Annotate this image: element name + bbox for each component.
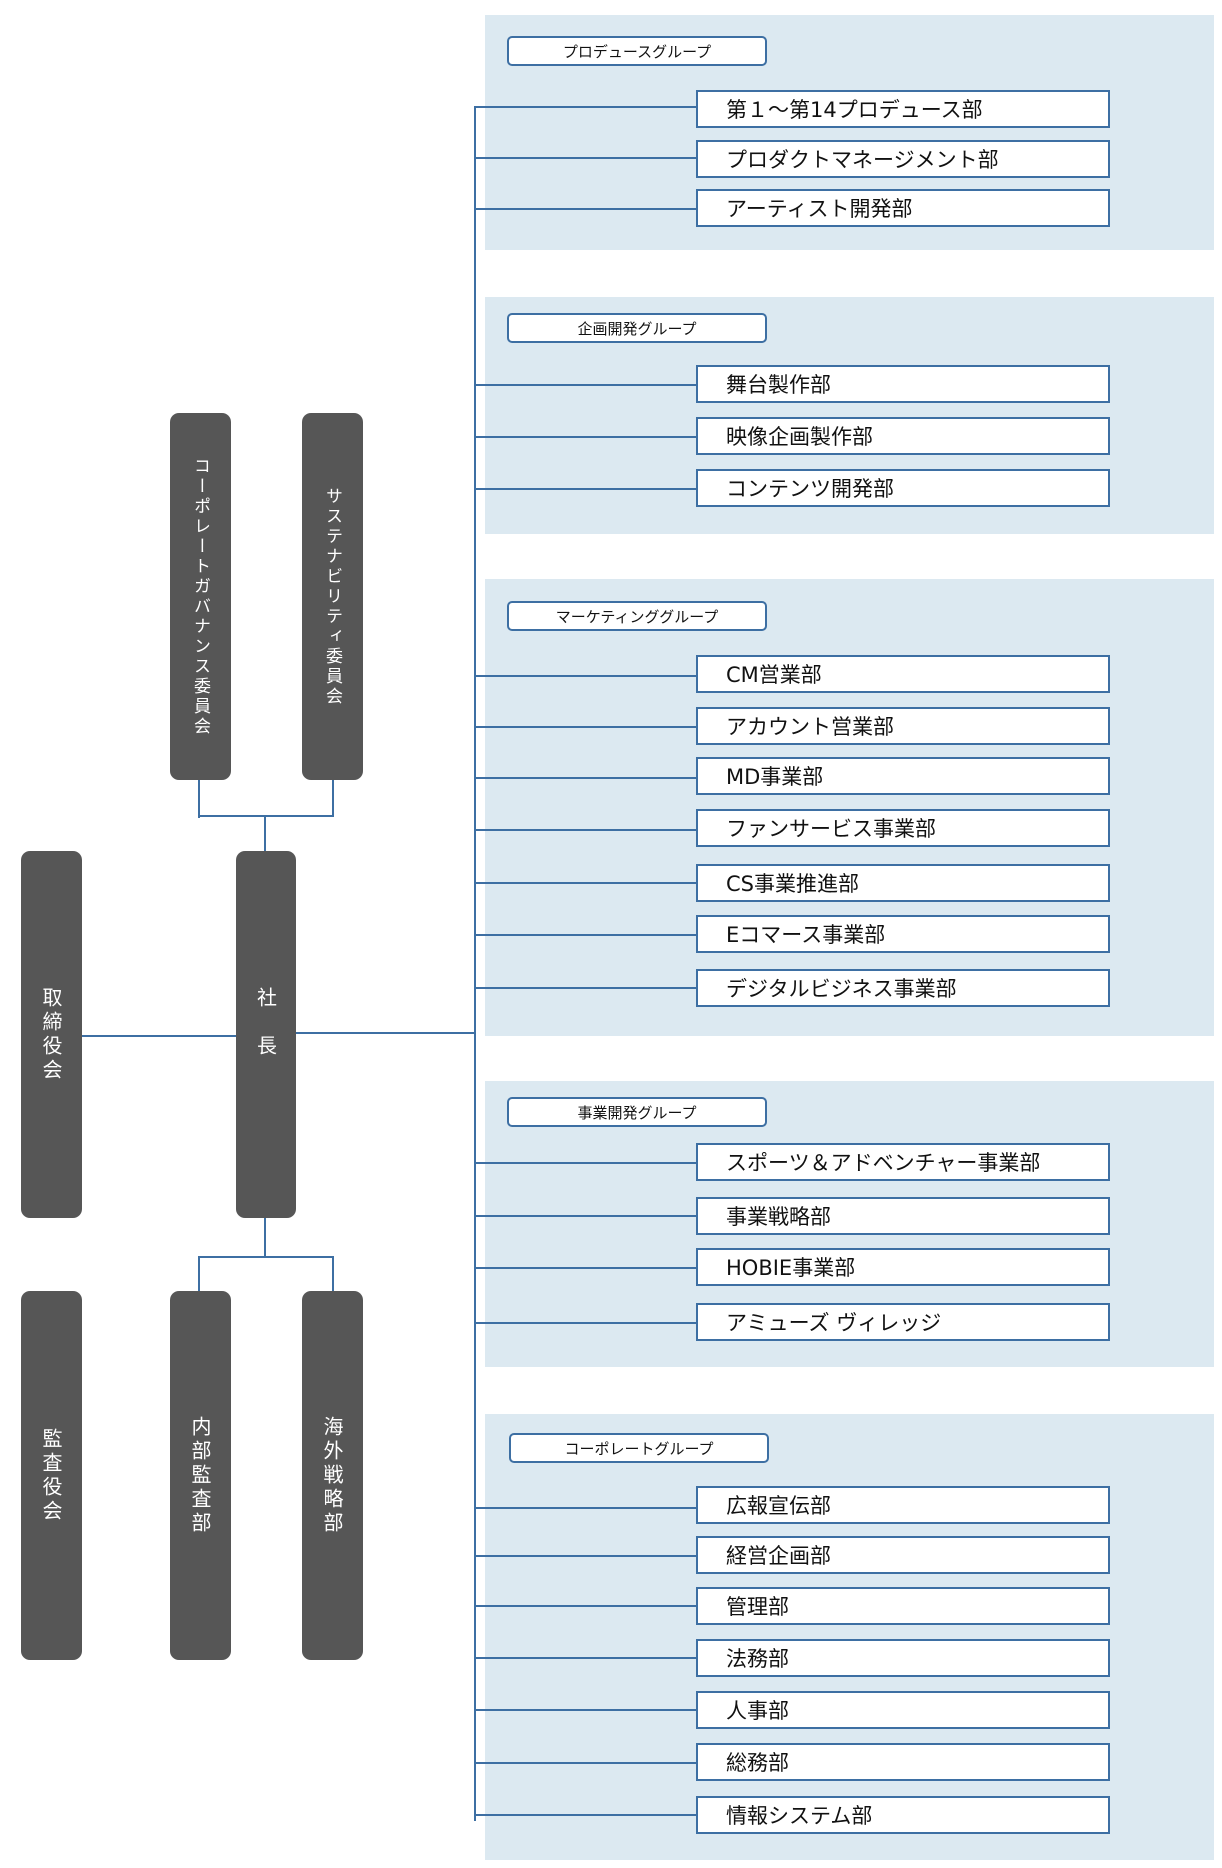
dept-connector [475,1605,696,1607]
dept-connector [475,675,696,677]
dept-box: 舞台製作部 [696,365,1110,403]
president-label: 社長 [253,986,278,1083]
dept-box: Eコマース事業部 [696,915,1110,953]
dept-connector [475,934,696,936]
group-label-produce: プロデュースグループ [507,36,767,66]
dept-box: アーティスト開発部 [696,189,1110,227]
staff-connector-horizontal [198,1256,334,1258]
dept-connector [475,882,696,884]
dept-connector [475,1814,696,1816]
dept-connector [475,829,696,831]
dept-box: 経営企画部 [696,1536,1110,1574]
board-to-president-line [81,1035,236,1037]
overseas-strategy-box: 海外戦略部 [302,1291,363,1660]
staff-connector-right [332,1256,334,1291]
dept-box: 第１～第14プロデュース部 [696,90,1110,128]
staff-connector-stem [264,1218,266,1258]
auditors-box: 監査役会 [21,1291,82,1660]
board-label: 取締役会 [39,986,63,1083]
dept-box: 映像企画製作部 [696,417,1110,455]
dept-connector [475,157,696,159]
dept-box: スポーツ＆アドベンチャー事業部 [696,1143,1110,1181]
committee-connector-left [198,780,200,818]
dept-connector [475,1709,696,1711]
overseas-strategy-label: 海外戦略部 [320,1415,344,1536]
dept-connector [475,777,696,779]
president-box: 社長 [236,851,296,1218]
dept-box: ファンサービス事業部 [696,809,1110,847]
dept-box: 広報宣伝部 [696,1486,1110,1524]
dept-box: 人事部 [696,1691,1110,1729]
president-to-trunk-line [295,1032,476,1034]
committee-governance-label: コーポレートガバナンス委員会 [190,456,210,737]
group-label-business-dev: 事業開発グループ [507,1097,767,1127]
group-label-planning: 企画開発グループ [507,313,767,343]
dept-box: アミューズ ヴィレッジ [696,1303,1110,1341]
dept-box: コンテンツ開発部 [696,469,1110,507]
committee-connector-horizontal [198,815,334,817]
internal-audit-label: 内部監査部 [188,1415,212,1536]
group-panel-marketing [485,579,1214,1036]
dept-box: プロダクトマネージメント部 [696,140,1110,178]
dept-connector [475,987,696,989]
dept-connector [475,1162,696,1164]
group-label-corporate: コーポレートグループ [509,1433,769,1463]
dept-box: 情報システム部 [696,1796,1110,1834]
dept-connector [475,1322,696,1324]
dept-connector [475,488,696,490]
dept-connector [475,726,696,728]
dept-connector [475,436,696,438]
dept-connector [475,1657,696,1659]
committee-governance-box: コーポレートガバナンス委員会 [170,413,231,780]
dept-connector [475,1555,696,1557]
group-label-marketing: マーケティンググループ [507,601,767,631]
dept-connector [475,106,696,108]
trunk-line [474,106,476,1821]
group-panel-corporate [485,1414,1214,1860]
dept-box: 総務部 [696,1743,1110,1781]
dept-box: CS事業推進部 [696,864,1110,902]
dept-connector [475,208,696,210]
board-box: 取締役会 [21,851,82,1218]
dept-connector [475,1215,696,1217]
internal-audit-box: 内部監査部 [170,1291,231,1660]
dept-connector [475,384,696,386]
dept-connector [475,1762,696,1764]
staff-connector-left [198,1256,200,1291]
committee-sustainability-box: サステナビリティ委員会 [302,413,363,780]
dept-connector [475,1507,696,1509]
committee-connector-stem [264,815,266,851]
dept-box: MD事業部 [696,757,1110,795]
dept-box: HOBIE事業部 [696,1248,1110,1286]
committee-connector-right [332,780,334,816]
dept-box: デジタルビジネス事業部 [696,969,1110,1007]
dept-box: 事業戦略部 [696,1197,1110,1235]
dept-box: 管理部 [696,1587,1110,1625]
dept-box: 法務部 [696,1639,1110,1677]
dept-box: アカウント営業部 [696,707,1110,745]
auditors-label: 監査役会 [39,1427,63,1524]
dept-box: CM営業部 [696,655,1110,693]
dept-connector [475,1267,696,1269]
committee-sustainability-label: サステナビリティ委員会 [322,486,342,707]
